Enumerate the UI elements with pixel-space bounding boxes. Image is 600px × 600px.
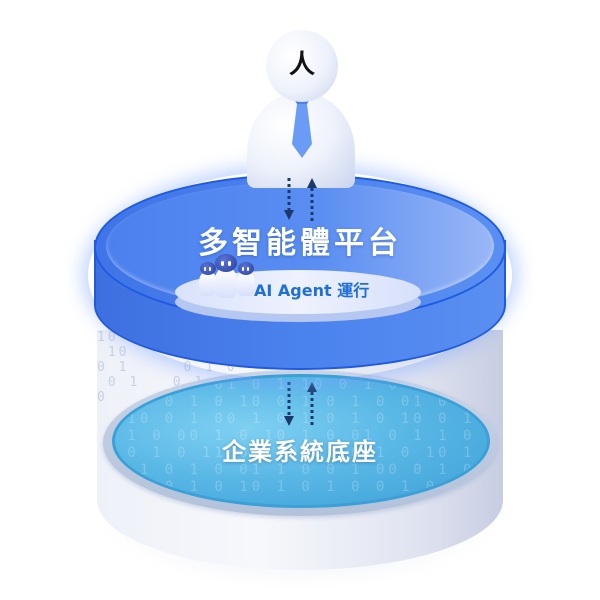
robot-icon xyxy=(236,262,256,298)
arrow-up-icon xyxy=(307,178,317,222)
platform-label: 多智能體平台 xyxy=(198,226,402,261)
arrow-down-icon xyxy=(284,178,294,220)
enterprise-base-pool: 0 1 0 01 0 1 10 0 1 0 10 1 01 01 0 1 0 1… xyxy=(112,374,490,508)
robot-icon xyxy=(198,262,218,298)
arrow-down-icon xyxy=(284,382,294,426)
robot-icon xyxy=(213,254,239,300)
binary-pool-texture: 0 1 0 01 0 1 10 0 1 0 10 1 01 01 0 1 0 1… xyxy=(127,377,488,495)
enterprise-base-label: 企業系統底座 xyxy=(222,438,378,466)
person-label: 人 xyxy=(288,50,315,80)
person-head xyxy=(266,30,338,102)
arrow-up-icon xyxy=(307,382,317,428)
agent-runtime-label: AI Agent 運行 xyxy=(254,281,370,300)
tie-icon xyxy=(292,96,312,158)
